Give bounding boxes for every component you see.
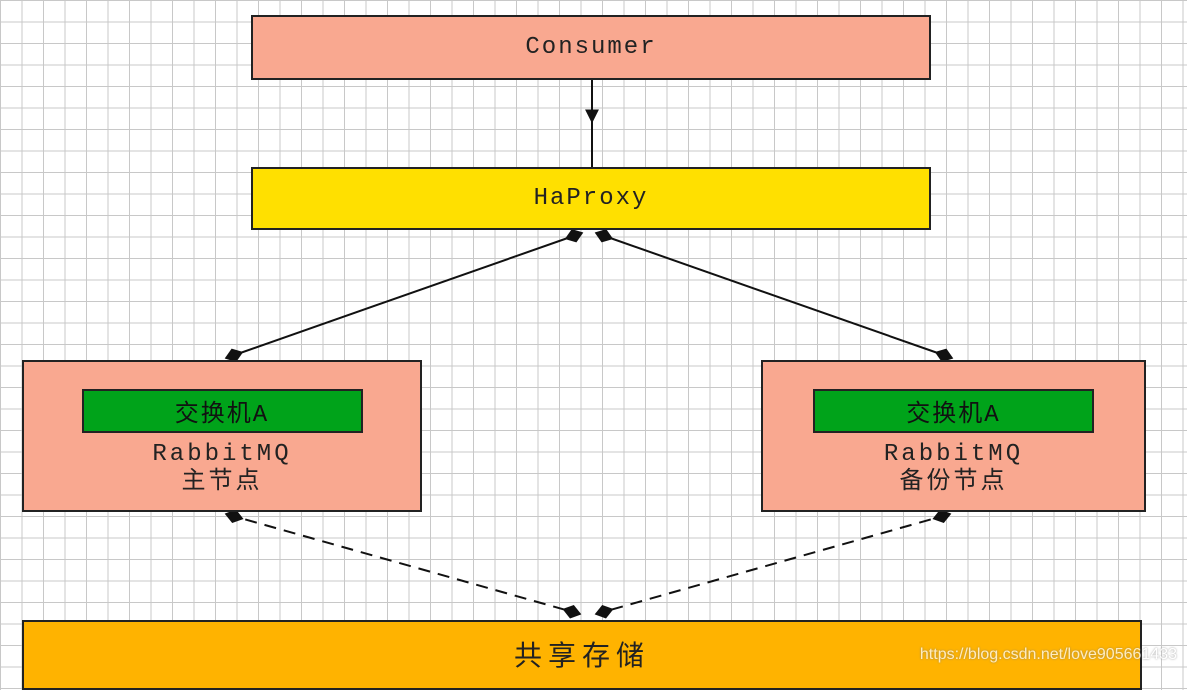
backup-exchange-box: 交换机A xyxy=(813,389,1094,433)
primary-node-subtitle: 主节点 xyxy=(181,469,263,496)
rabbitmq-backup-node: 交换机A RabbitMQ 备份节点 xyxy=(761,360,1146,512)
rabbitmq-primary-node: 交换机A RabbitMQ 主节点 xyxy=(22,360,422,512)
primary-exchange-label: 交换机A xyxy=(174,402,270,429)
consumer-box: Consumer xyxy=(251,15,931,80)
watermark-text: https://blog.csdn.net/love905661433 xyxy=(919,646,1177,663)
shared-storage-label: 共享存储 xyxy=(513,643,650,674)
haproxy-box: HaProxy xyxy=(251,167,931,230)
backup-storage-arrow xyxy=(594,509,952,619)
backup-exchange-label: 交换机A xyxy=(906,402,1001,429)
consumer-label: Consumer xyxy=(525,34,657,61)
primary-exchange-box: 交换机A xyxy=(81,389,363,433)
backup-node-title: RabbitMQ xyxy=(883,441,1024,468)
haproxy-primary-arrow xyxy=(224,229,584,362)
haproxy-label: HaProxy xyxy=(533,185,649,212)
haproxy-backup-arrow xyxy=(594,229,954,362)
connector-arrows xyxy=(224,80,954,619)
primary-storage-arrow xyxy=(224,509,582,619)
backup-node-subtitle: 备份节点 xyxy=(899,469,1008,496)
primary-node-title: RabbitMQ xyxy=(152,441,292,468)
